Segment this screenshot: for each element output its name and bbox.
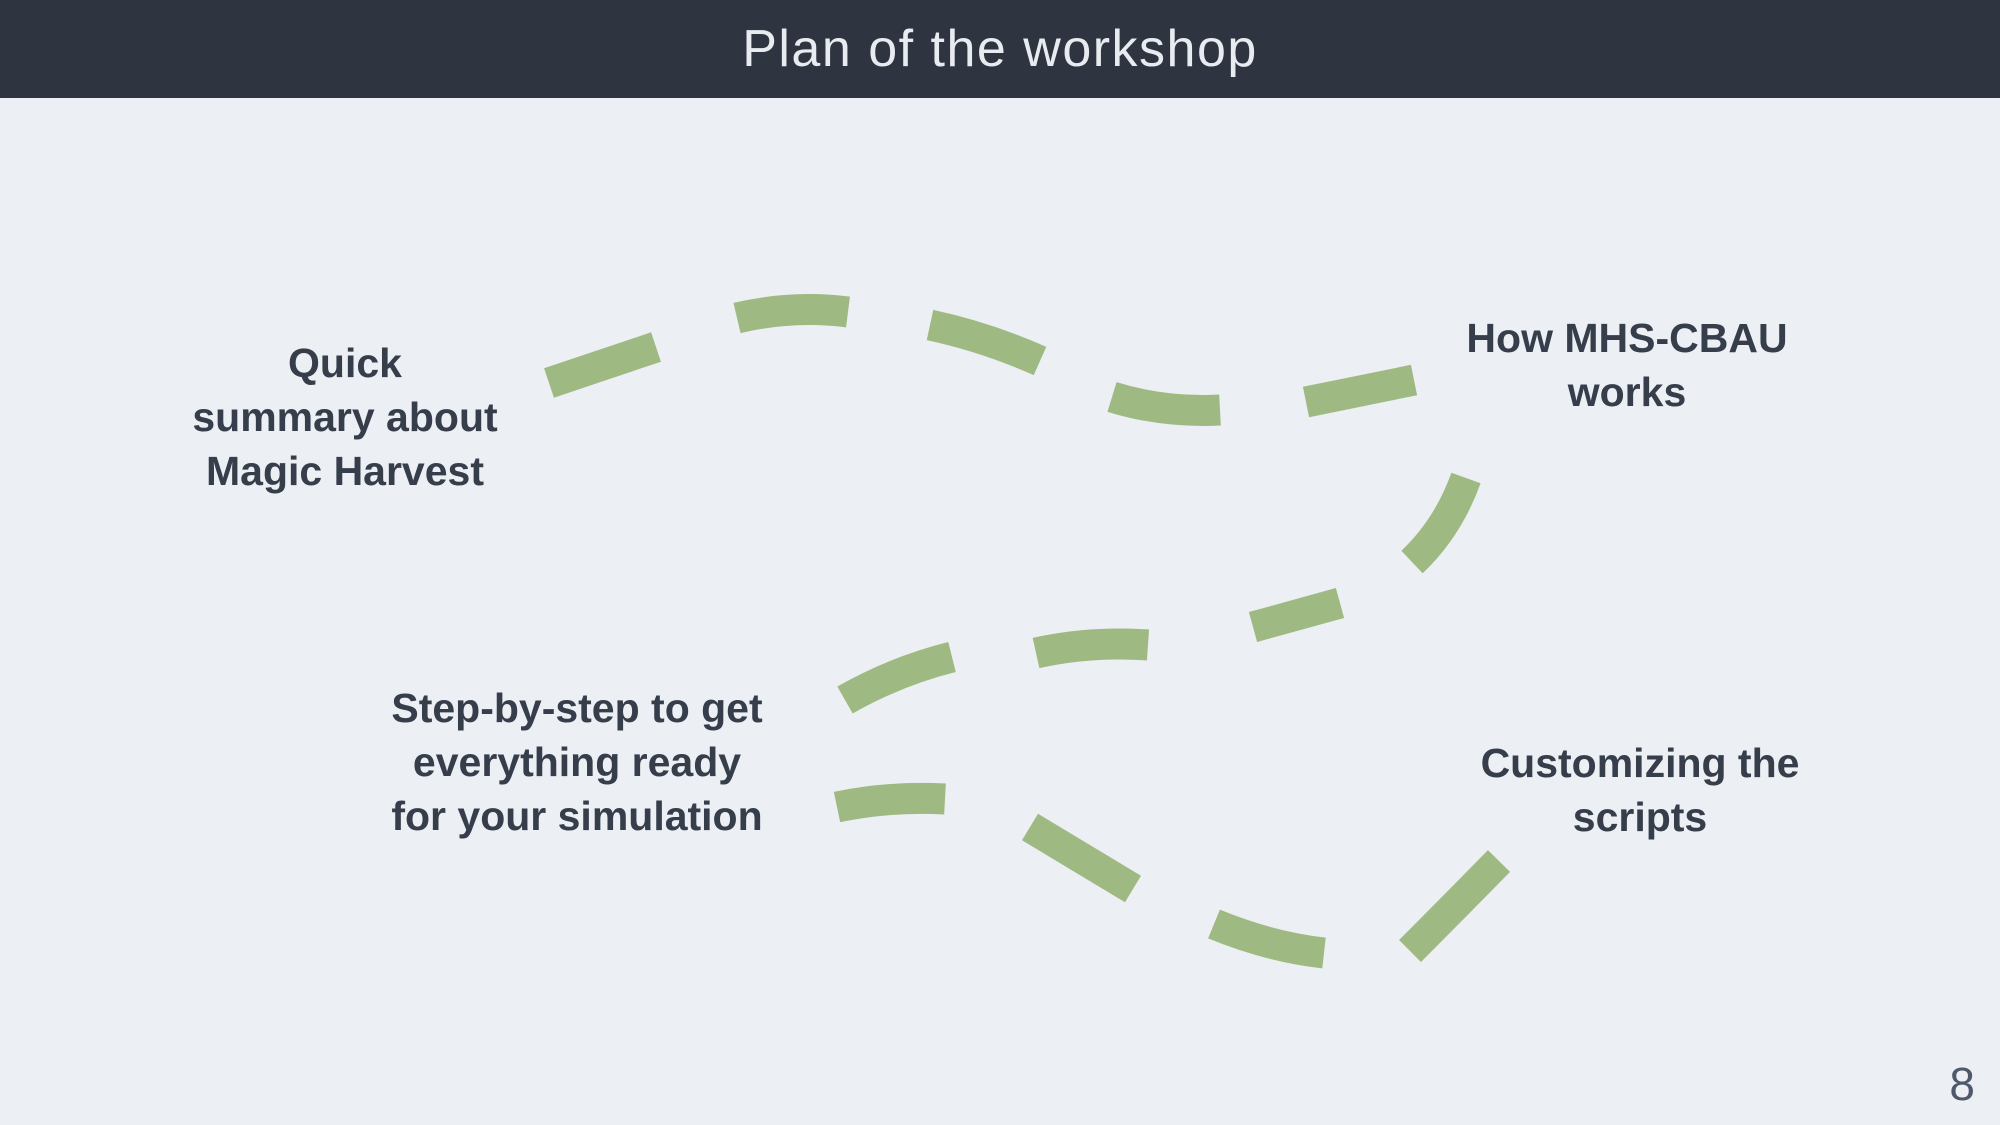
slide-title: Plan of the workshop <box>742 20 1258 78</box>
route-dash <box>1022 813 1141 903</box>
node-line: Customizing the <box>1480 740 1800 786</box>
node-line: for your simulation <box>391 793 763 840</box>
slide-header: Plan of the workshop <box>0 0 2000 98</box>
route-dash <box>1107 382 1221 426</box>
node-quick-summary: Quick summary about Magic Harvest <box>135 336 555 498</box>
page-number: 8 <box>1949 1058 1975 1110</box>
route-dash <box>1208 909 1326 969</box>
node-how-mhs-cbau-works: How MHS-CBAU works <box>1417 311 1837 419</box>
route-dash <box>1248 588 1345 642</box>
node-line: Magic Harvest <box>205 448 484 495</box>
route-dash <box>926 309 1047 376</box>
node-line: summary about <box>192 394 498 441</box>
node-line: Step-by-step to get <box>391 685 763 731</box>
node-line: scripts <box>1572 794 1708 841</box>
node-line: works <box>1567 369 1687 416</box>
node-line: everything ready <box>412 739 742 786</box>
route-dash <box>1401 472 1481 574</box>
route-dash <box>1032 628 1150 669</box>
route-dash <box>833 782 946 823</box>
node-customizing-scripts: Customizing the scripts <box>1430 736 1850 844</box>
route-dash <box>837 641 956 714</box>
route-dash <box>733 294 850 334</box>
route-dash <box>1302 364 1418 418</box>
node-step-by-step: Step-by-step to get everything ready for… <box>367 681 787 843</box>
route-dash <box>1399 850 1511 962</box>
node-line: Quick <box>288 340 402 386</box>
node-line: How MHS-CBAU <box>1466 315 1788 361</box>
route-dash <box>544 332 661 398</box>
